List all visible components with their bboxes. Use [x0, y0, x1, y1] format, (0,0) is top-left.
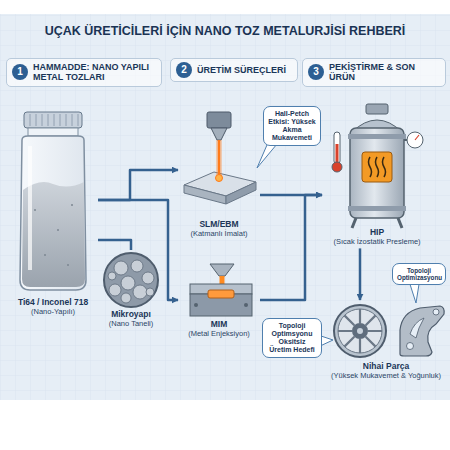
jar-body	[20, 136, 86, 290]
powder-grain	[57, 229, 59, 231]
item-name: HIP	[324, 228, 430, 238]
vessel-band	[348, 206, 406, 211]
vessel-leg	[398, 218, 402, 228]
thermometer-fill	[336, 144, 339, 164]
item-subtitle: (Yüksek Mukavemet & Yoğunluk)	[327, 372, 445, 381]
step-number: 2	[176, 62, 192, 78]
mold-bolt	[194, 303, 198, 307]
illustration-node: Ti64 / Inconel 718(Nano-Yapılı)	[8, 108, 98, 318]
section-title: HAMMADDE: NANO YAPILI METAL TOZLARI	[33, 62, 156, 83]
item-name: Mikroyapı	[102, 310, 160, 320]
mold-bolt	[244, 303, 248, 307]
powder-grain	[67, 264, 69, 266]
item-subtitle: (Metal Enjeksiyon)	[180, 330, 258, 339]
section-title: ÜRETİM SÜREÇLERİ	[197, 65, 286, 75]
pressure-gauge	[407, 132, 423, 148]
microstructure-circle	[104, 253, 158, 307]
injection-funnel	[210, 264, 234, 276]
molten-feed	[220, 276, 225, 284]
thermometer	[334, 132, 340, 164]
powder-grain	[34, 209, 36, 211]
laser-head	[207, 112, 231, 128]
jar-lid	[24, 112, 82, 128]
powder-grain	[44, 254, 46, 256]
build-plate-side	[226, 182, 256, 204]
illustration-node: HIP(Sıcak İzostatik Presleme)	[322, 100, 432, 248]
turbine-hub-center	[357, 328, 363, 334]
grain	[121, 276, 135, 290]
turbine-ring	[338, 309, 382, 353]
section-header: 2 ÜRETİM SÜREÇLERİ	[170, 58, 298, 82]
build-plate-side	[184, 185, 226, 204]
laser-nozzle	[211, 128, 227, 140]
step-number: 3	[308, 64, 324, 80]
optimized-bracket	[400, 306, 444, 356]
grain	[121, 293, 131, 303]
powder-grain	[71, 204, 73, 206]
callout-bubble: Topoloji Optimsyonu Oksitsiz Üretim Hede…	[262, 318, 322, 358]
mold-cavity	[208, 290, 234, 298]
grain	[131, 260, 143, 272]
glass-highlight	[28, 146, 32, 270]
item-name: Ti64 / Inconel 718	[10, 298, 96, 308]
diagram-title: UÇAK ÜRETİCİLERİ İÇİN NANO TOZ METALURJİ…	[5, 24, 445, 39]
grain	[108, 272, 116, 280]
grain	[142, 272, 154, 284]
callout-text: Topoloji Optimizasyonu	[397, 267, 441, 281]
callout-text: Hall-Petch Etkisi: Yüksek Akma Mukavemet…	[268, 110, 316, 142]
illustration-node: Nihai Parça(Yüksek Mukavemet & Yoğunluk)	[325, 300, 447, 382]
lid-ridges	[30, 114, 78, 126]
turbine-casing	[334, 305, 386, 357]
vessel-cap	[366, 104, 388, 114]
melt-spark	[216, 175, 223, 182]
grain	[146, 288, 154, 296]
grain	[114, 261, 128, 275]
illustration-node: MIM(Metal Enjeksiyon)	[178, 262, 260, 340]
illustration-node: SLM/EBM(Katmanlı İmalat)	[178, 108, 260, 240]
flow-arrow	[98, 170, 178, 200]
turbine-blades	[338, 309, 382, 353]
blueprint-grid	[0, 14, 450, 400]
vessel-leg	[352, 218, 356, 228]
illustration-node: Mikroyapı(Nano Taneli)	[100, 250, 162, 330]
flow-arrow	[260, 195, 322, 300]
vessel-band	[348, 134, 406, 139]
jar-neck	[28, 128, 78, 136]
callout-bubble: Hall-Petch Etkisi: Yüksek Akma Mukavemet…	[263, 106, 321, 146]
section-title: PEKİŞTİRME & SON ÜRÜN	[329, 62, 440, 83]
callout-text: Topoloji Optimsyonu Oksitsiz Üretim Hede…	[267, 322, 317, 354]
item-name: SLM/EBM	[180, 220, 258, 230]
item-name: Nihai Parça	[327, 362, 445, 372]
section-header: 1 HAMMADDE: NANO YAPILI METAL TOZLARI	[6, 58, 162, 87]
gauge-needle	[415, 135, 419, 140]
background-panel	[0, 14, 450, 400]
bracket-hole	[407, 343, 414, 350]
item-name: MIM	[180, 320, 258, 330]
callout-bubble: Topoloji Optimizasyonu	[392, 263, 446, 285]
laser-glow	[216, 140, 222, 177]
heat-symbol	[369, 157, 386, 177]
flow-arrow	[98, 240, 131, 250]
flow-arrow	[359, 248, 362, 300]
heat-warning-label	[362, 152, 392, 182]
section-header: 3 PEKİŞTİRME & SON ÜRÜN	[302, 58, 446, 87]
item-subtitle: (Nano Taneli)	[102, 320, 160, 329]
thermometer-bulb	[332, 162, 342, 172]
laser-beam	[218, 140, 221, 177]
turbine-hub	[352, 323, 368, 339]
grain	[133, 285, 147, 299]
bracket-hole	[433, 309, 439, 315]
bracket-cutout	[410, 318, 424, 338]
item-subtitle: (Katmanlı İmalat)	[180, 230, 258, 239]
flow-arrow	[98, 200, 178, 300]
step-number: 1	[12, 64, 28, 80]
grain	[109, 284, 121, 296]
item-subtitle: (Sıcak İzostatik Presleme)	[324, 238, 430, 247]
item-subtitle: (Nano-Yapılı)	[10, 308, 96, 317]
vessel-body	[350, 128, 404, 218]
